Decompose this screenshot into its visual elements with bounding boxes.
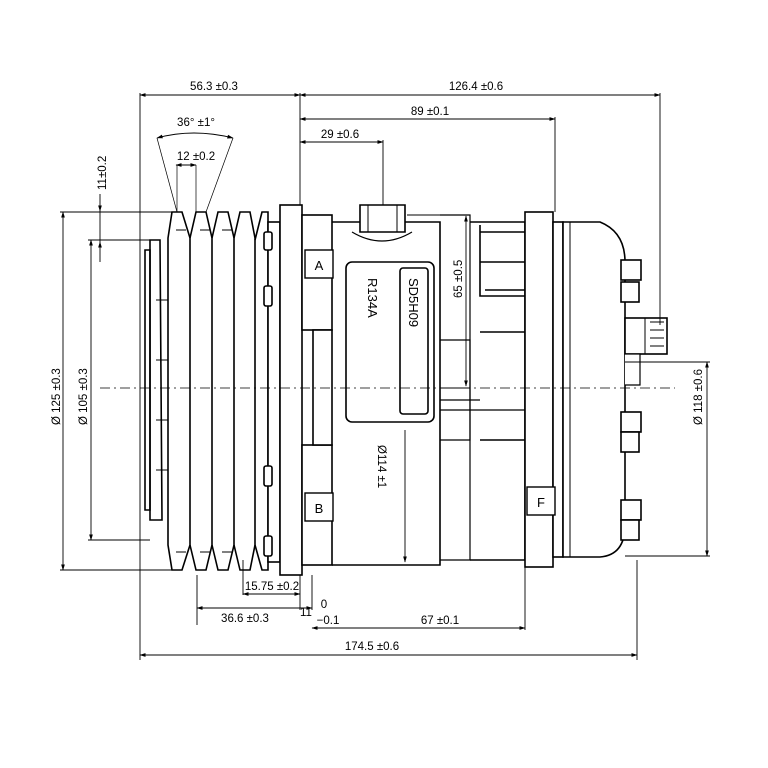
- dim-dia-114: Ø114 ±1: [375, 445, 387, 488]
- dim-11-bottom: 11: [300, 607, 312, 619]
- dim-dia-118: Ø 118 ±0.6: [693, 369, 705, 425]
- dim-67: 67 ±0.1: [421, 615, 459, 627]
- dimension-labels: 56.3 ±0.3 126.4 ±0.6 89 ±0.1 29 ±0.6 36°…: [51, 81, 705, 653]
- model-label: SD5H09: [406, 278, 421, 327]
- dim-angle-36: 36° ±1°: [177, 117, 215, 129]
- dim-174-5: 174.5 ±0.6: [345, 641, 399, 653]
- dim-11-left: 11±0.2: [97, 156, 109, 190]
- dim-dia-125: Ø 125 ±0.3: [51, 368, 63, 425]
- rear-head: [524, 211, 668, 568]
- dim-tol-upper: 0: [321, 599, 327, 611]
- pulley: [144, 211, 269, 571]
- port-f-label: F: [537, 495, 545, 510]
- dim-dia-105: Ø 105 ±0.3: [78, 368, 90, 425]
- dim-89: 89 ±0.1: [411, 106, 449, 118]
- dim-tol-lower: −0.1: [317, 615, 340, 627]
- port-b-label: B: [315, 501, 324, 516]
- compressor-body: [332, 204, 541, 566]
- dim-15-75: 15.75 ±0.2: [245, 581, 299, 593]
- port-labels: A B F: [304, 249, 556, 522]
- dim-groove-12: 12 ±0.2: [177, 151, 215, 163]
- refrigerant-label: R134A: [365, 278, 380, 318]
- dim-126-4: 126.4 ±0.6: [449, 81, 503, 93]
- port-a-label: A: [315, 258, 324, 273]
- dimension-lines: [60, 93, 710, 660]
- dim-65: 65 ±0.5: [453, 260, 465, 298]
- dim-36-6: 36.6 ±0.3: [221, 613, 269, 625]
- dim-56-3: 56.3 ±0.3: [190, 81, 238, 93]
- dim-29: 29 ±0.6: [321, 129, 359, 141]
